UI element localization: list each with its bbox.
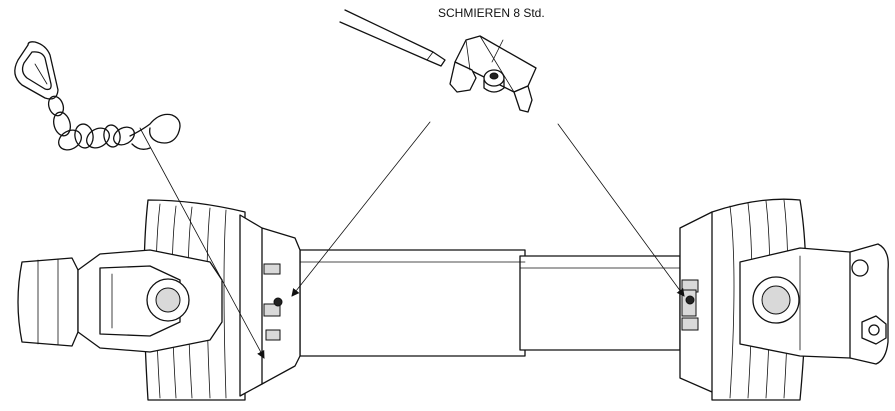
left-yoke (17, 249, 223, 353)
screwdriver-illustration (339, 9, 446, 67)
label-leader-line (491, 39, 504, 63)
arrow-to-right-grease-point (557, 123, 685, 297)
lubrication-point-arrows (139, 121, 685, 359)
callout-label: SCHMIEREN 8 Std. (438, 6, 545, 20)
right-yoke (739, 243, 889, 365)
grease-fitting-clip (449, 35, 537, 113)
safety-chain-illustration (14, 41, 181, 151)
arrow-to-left-grease-point (291, 121, 431, 297)
arrow-chain-to-left-guard (139, 127, 265, 359)
telescopic-tubes (299, 249, 681, 357)
